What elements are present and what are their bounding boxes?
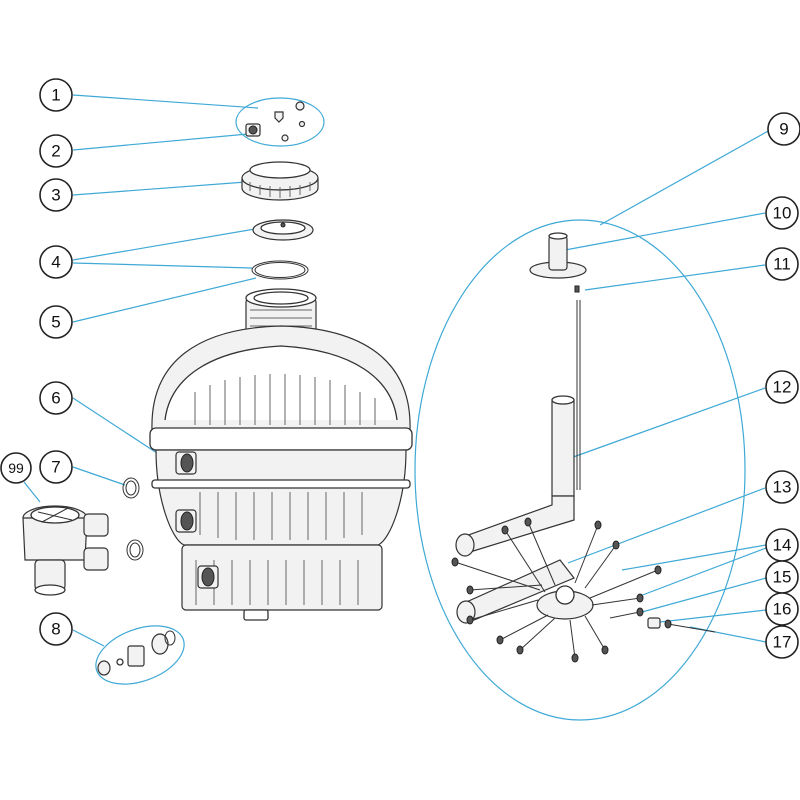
callout-16: 16	[765, 592, 799, 626]
leader-2	[72, 133, 249, 151]
leader-14b	[639, 547, 767, 597]
callout-7: 7	[39, 450, 73, 484]
callout-3: 3	[39, 178, 73, 212]
callout-label-1: 1	[51, 86, 60, 105]
callout-14: 14	[765, 528, 799, 562]
ring-part-8	[95, 625, 185, 685]
leader-13	[567, 487, 766, 564]
leader-15	[641, 577, 767, 613]
callout-1: 1	[39, 78, 73, 112]
leader-12	[564, 387, 766, 461]
leader-4b	[72, 262, 253, 269]
callouts: 1 2 3 4 5 6 7 8	[0, 78, 800, 659]
callout-label-7: 7	[51, 458, 60, 477]
callout-4: 4	[39, 245, 73, 279]
part-internals	[451, 232, 716, 663]
callout-label-4: 4	[51, 253, 60, 272]
callout-label-2: 2	[51, 142, 60, 161]
callout-label-8: 8	[51, 620, 60, 639]
leader-9	[599, 129, 771, 226]
leader-10	[564, 212, 766, 251]
callout-99: 99	[0, 452, 32, 484]
callout-label-10: 10	[773, 204, 792, 223]
leader-3	[72, 181, 247, 196]
part-multiport-valve	[22, 505, 109, 596]
callout-8: 8	[39, 612, 73, 646]
callout-2: 2	[39, 134, 73, 168]
leader-5	[72, 277, 257, 323]
callout-label-14: 14	[773, 536, 792, 555]
lateral-tips	[451, 517, 662, 663]
callout-6: 6	[39, 381, 73, 415]
callout-label-16: 16	[773, 600, 792, 619]
callout-12: 12	[765, 370, 799, 404]
leader-14a	[621, 544, 767, 571]
callout-9: 9	[767, 112, 800, 146]
laterals	[454, 521, 659, 659]
leader-4a	[72, 228, 256, 261]
ring-parts-1-2	[235, 97, 325, 147]
callout-13: 13	[765, 470, 799, 504]
leader-1	[72, 94, 259, 109]
part-cover	[252, 219, 314, 241]
callout-label-99: 99	[8, 460, 24, 476]
callout-label-12: 12	[773, 378, 792, 397]
callout-17: 17	[765, 625, 799, 659]
ring-part-9	[414, 219, 746, 721]
callout-5: 5	[39, 305, 73, 339]
leader-11	[584, 264, 766, 291]
callout-label-15: 15	[773, 568, 792, 587]
callout-11: 11	[765, 247, 799, 281]
part-drain-kit	[97, 630, 176, 676]
part-filter-tank	[149, 288, 413, 621]
callout-10: 10	[765, 196, 799, 230]
callout-label-11: 11	[773, 255, 791, 274]
part-o-ring	[251, 260, 309, 280]
leader-6	[72, 397, 161, 456]
leader-8	[72, 629, 105, 647]
part-locking-ring	[241, 161, 319, 201]
leader-99	[23, 481, 41, 503]
callout-15: 15	[765, 560, 799, 594]
callout-label-13: 13	[773, 478, 792, 497]
callout-label-6: 6	[51, 389, 60, 408]
callout-label-5: 5	[51, 313, 60, 332]
leader-7	[72, 466, 126, 486]
part-fittings-1-2	[245, 101, 306, 142]
leader-lines	[23, 94, 771, 721]
callout-label-3: 3	[51, 186, 60, 205]
part-gaskets	[122, 477, 144, 561]
callout-label-9: 9	[779, 120, 788, 139]
callout-label-17: 17	[773, 633, 792, 652]
leader-16	[659, 609, 767, 623]
